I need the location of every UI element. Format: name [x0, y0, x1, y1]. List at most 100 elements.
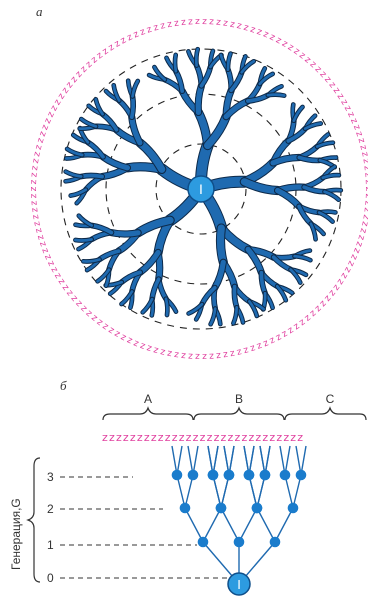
- node-gen3: [188, 470, 199, 481]
- surface-group-z: z: [31, 158, 42, 165]
- node-gen3: [296, 470, 307, 481]
- node-gen2: [180, 503, 191, 514]
- generation-1-label: 1: [47, 538, 54, 552]
- node-gen3: [224, 470, 235, 481]
- surface-group-z: z: [29, 193, 39, 198]
- surface-group-z: z: [229, 348, 236, 359]
- tree-edge: [185, 508, 203, 542]
- brace-a: [103, 408, 193, 420]
- surface-group-z: z: [229, 20, 236, 31]
- surface-group-z: z: [29, 172, 39, 178]
- node-gen1: [234, 537, 245, 548]
- branch: [268, 95, 284, 96]
- surface-group-z: z: [357, 227, 368, 234]
- surface-group-z: z: [30, 207, 41, 213]
- surface-group-z: z: [362, 200, 368, 206]
- surface-group-z: z: [30, 165, 41, 171]
- core-label-b: I: [237, 577, 241, 592]
- surface-group-z: z: [166, 20, 173, 31]
- node-gen3: [172, 470, 183, 481]
- branch: [111, 233, 138, 234]
- surface-group-z: z: [363, 179, 368, 184]
- surface-group-z: z: [174, 18, 180, 29]
- surface-group-z: z: [188, 351, 194, 361]
- surface-group-z: z: [242, 344, 250, 355]
- core-node-b: I: [228, 573, 250, 595]
- tree-edge: [275, 508, 293, 542]
- surface-group-z: z: [363, 187, 368, 192]
- surface-group-z: z: [361, 207, 368, 213]
- surface-group-z: z: [32, 220, 43, 227]
- node-gen3: [280, 470, 291, 481]
- node-gen1: [198, 537, 209, 548]
- surface-group-z: z: [359, 151, 368, 158]
- surface-group-z: z: [222, 349, 228, 360]
- generation-axis: Генерация,G: [9, 458, 40, 582]
- surface-group-z: z: [195, 17, 200, 27]
- surface-group-z: z: [360, 214, 368, 221]
- tree-edge: [221, 508, 239, 542]
- surface-group-z: z: [36, 233, 47, 241]
- tree-edge: [203, 508, 221, 542]
- branch: [132, 96, 133, 117]
- branch: [196, 49, 197, 65]
- panel-a-label: а: [36, 4, 43, 19]
- panel-a-diagram: zzzzzzzzzzzzzzzzzzzzzzzzzzzzzzzzzzzzzzzz…: [29, 17, 368, 361]
- brace-b: [194, 408, 284, 420]
- surface-group-z: z: [159, 21, 166, 32]
- surface-group-z: z: [29, 200, 39, 206]
- generation-2-label: 2: [47, 502, 54, 516]
- generation-guide-lines: [60, 477, 230, 578]
- surface-group-z: z: [181, 18, 187, 28]
- branch: [75, 239, 91, 240]
- tree-edge: [257, 508, 275, 542]
- surface-group-z: z: [357, 144, 368, 151]
- panel-b-label: б: [60, 378, 67, 393]
- branch: [220, 228, 223, 262]
- core-label: I: [199, 181, 203, 197]
- node-gen2: [252, 503, 263, 514]
- group-c-label: C: [326, 392, 335, 406]
- surface-group-z: z: [215, 350, 221, 360]
- group-a-label: A: [144, 392, 152, 406]
- surface-group-z: z: [29, 186, 39, 191]
- generation-axis-title: Генерация,G: [9, 498, 23, 570]
- generation-brace: [28, 458, 40, 582]
- surface-group-z: z: [34, 227, 45, 234]
- node-gen2: [288, 503, 299, 514]
- surface-group-z: z: [355, 137, 366, 145]
- surface-group-z: z: [236, 21, 243, 32]
- tree-edge: [239, 508, 257, 542]
- surface-group-z: z: [32, 151, 43, 158]
- node-gen2: [216, 503, 227, 514]
- surface-group-z: z: [360, 158, 368, 165]
- surface-group-z: z: [209, 17, 215, 27]
- surface-group-z: z: [222, 19, 228, 30]
- surface-group-z: z: [195, 351, 200, 361]
- dendrimer-tree: [172, 446, 307, 584]
- group-braces: [103, 408, 366, 420]
- surface-group-z: z: [152, 23, 160, 34]
- surface-group-z: z: [209, 351, 215, 361]
- surface-group-z: z: [202, 351, 207, 361]
- surface-group-z: z: [180, 350, 186, 360]
- core-node: I: [188, 176, 214, 202]
- branch: [103, 157, 127, 168]
- branch: [175, 55, 176, 71]
- surface-group-z: z: [29, 179, 39, 184]
- group-b-label: B: [235, 392, 243, 406]
- surface-group-z: z: [202, 17, 207, 27]
- generation-3-label: 3: [47, 470, 54, 484]
- brace-c: [285, 408, 366, 420]
- branch: [166, 299, 167, 315]
- node-gen3: [260, 470, 271, 481]
- surface-group-z: z: [235, 346, 242, 357]
- surface-group-z: z: [362, 172, 368, 178]
- branch: [81, 176, 102, 177]
- surface-group-z: z: [159, 346, 166, 357]
- node-gen3: [208, 470, 219, 481]
- surface-group-z: z: [166, 348, 173, 359]
- node-gen1: [270, 537, 281, 548]
- surface-group-z: z: [31, 213, 42, 220]
